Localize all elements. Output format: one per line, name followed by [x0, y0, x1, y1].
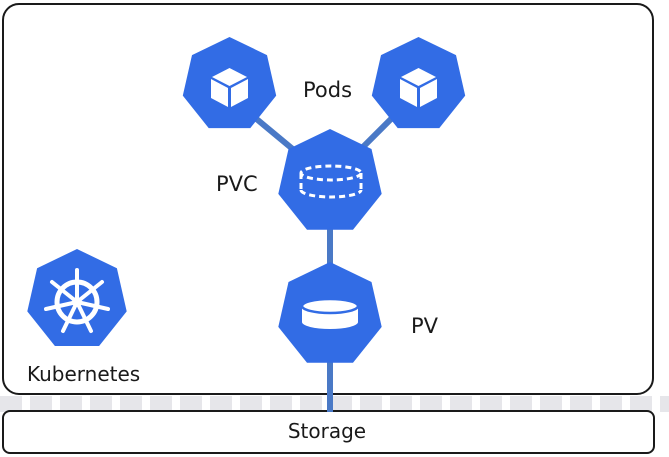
helm-wheel-icon [44, 268, 110, 333]
kubernetes-logo [27, 249, 127, 346]
cube-icon [400, 68, 437, 107]
dashed-disk-icon [299, 164, 363, 199]
storage-label: Storage [287, 419, 367, 443]
kubernetes-label: Kubernetes [27, 362, 141, 386]
disk-icon [300, 297, 360, 329]
pv-node[interactable] [278, 262, 382, 363]
cube-icon [211, 68, 248, 107]
storage-stripe [0, 396, 669, 412]
pod-node-right[interactable] [371, 37, 466, 129]
pvc-node[interactable] [278, 129, 382, 230]
pod-node-left[interactable] [182, 37, 277, 129]
pods-label: Pods [303, 78, 353, 102]
pv-label: PV [411, 314, 439, 338]
pvc-label: PVC [216, 172, 258, 196]
